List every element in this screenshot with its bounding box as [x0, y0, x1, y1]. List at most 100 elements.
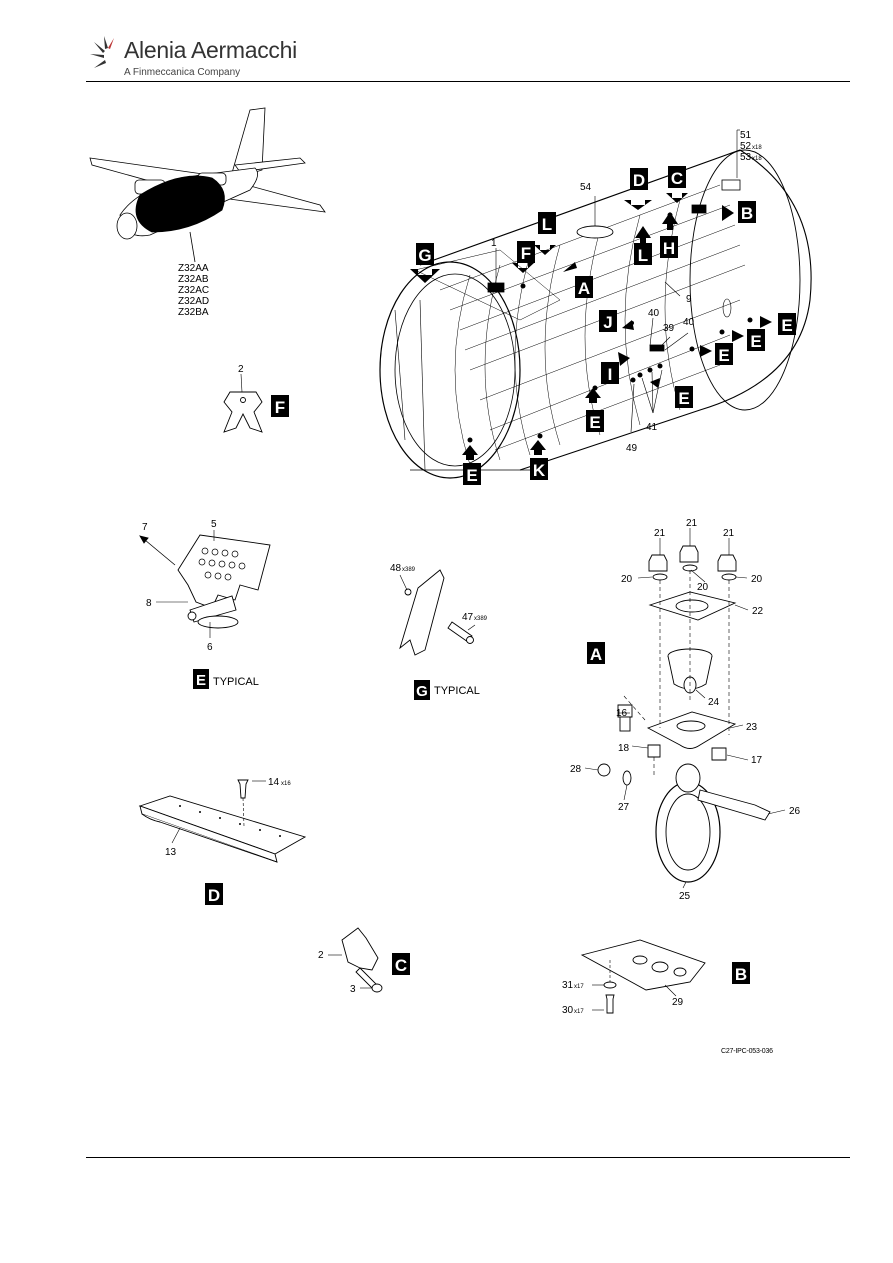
view-label-c-detail: C — [392, 953, 410, 975]
qty-14: x16 — [281, 781, 291, 787]
svg-text:C: C — [395, 956, 407, 975]
item-31: 31 — [562, 980, 574, 991]
detail-a-callouts: 21 21 21 20 20 20 22 24 16 23 18 17 28 2… — [570, 518, 801, 902]
detail-a-fitting — [584, 528, 786, 889]
detail-e-bracket — [139, 530, 271, 638]
item-callouts-main: 1 54 51 52 x18 53 x18 9 40 39 40 49 41 — [491, 130, 762, 454]
view-label-e: E — [678, 389, 689, 408]
effectivity-code: Z32AD — [178, 296, 209, 307]
fuselage-section-drawing — [379, 149, 812, 479]
effectivity-code: Z32BA — [178, 307, 209, 318]
item-49: 49 — [626, 443, 638, 454]
item-17: 17 — [751, 755, 763, 766]
view-arrows — [410, 193, 772, 460]
detail-g-stringer — [399, 569, 476, 656]
svg-text:B: B — [735, 965, 747, 984]
detail-d-panel — [138, 779, 307, 863]
item-20: 20 — [751, 574, 763, 585]
brand-name: Alenia Aermacchi — [124, 37, 297, 63]
view-label-b-detail: B — [732, 962, 750, 984]
item-29: 29 — [672, 997, 684, 1008]
item-7: 7 — [142, 522, 148, 533]
item-26: 26 — [789, 806, 801, 817]
typical-label: TYPICAL — [213, 676, 259, 688]
item-6: 6 — [207, 642, 213, 653]
detail-f-clip — [223, 373, 263, 433]
item-16: 16 — [616, 708, 628, 719]
item-21: 21 — [686, 518, 698, 529]
qty-52: x18 — [752, 145, 762, 151]
svg-text:E: E — [196, 672, 206, 689]
view-label-g-typical: G TYPICAL — [414, 680, 480, 700]
view-label-k: K — [533, 461, 546, 480]
item-5: 5 — [211, 519, 217, 530]
view-label-c: C — [671, 169, 683, 188]
svg-text:D: D — [208, 886, 220, 905]
view-label-l: L — [542, 215, 552, 234]
item-40: 40 — [648, 308, 660, 319]
item-28: 28 — [570, 764, 582, 775]
item-8: 8 — [146, 598, 152, 609]
item-23: 23 — [746, 722, 758, 733]
item-52: 52 — [740, 141, 752, 152]
view-labels: G F L A D C B H L J I E E E E E E K — [416, 166, 796, 485]
leader-lines — [495, 129, 740, 433]
detail-b-plate — [580, 939, 706, 1014]
effectivity-code: Z32AC — [178, 285, 209, 296]
view-label-e: E — [781, 316, 792, 335]
view-label-b: B — [741, 204, 753, 223]
item-2: 2 — [318, 950, 324, 961]
item-13: 13 — [165, 847, 177, 858]
view-label-e: E — [718, 346, 729, 365]
item-54: 54 — [580, 182, 592, 193]
item-22: 22 — [752, 606, 764, 617]
item-3: 3 — [350, 984, 356, 995]
svg-text:G: G — [416, 683, 428, 700]
view-label-i: I — [608, 365, 613, 384]
svg-text:A: A — [590, 645, 602, 664]
item-39: 39 — [663, 323, 675, 334]
view-label-d-detail: D — [205, 883, 223, 905]
item-21: 21 — [723, 528, 735, 539]
effectivity-code: Z32AA — [178, 263, 209, 274]
detail-d-callouts: 14 x16 13 — [165, 777, 291, 858]
view-label-f: F — [521, 244, 531, 263]
header-rule — [86, 81, 850, 82]
detail-g-callouts: 48 x389 47 x389 — [390, 563, 488, 623]
brand-subtitle: A Finmeccanica Company — [124, 67, 241, 78]
qty-47: x389 — [474, 616, 488, 622]
company-logo-icon — [90, 36, 114, 68]
view-label-h: H — [663, 239, 675, 258]
qty-53: x18 — [752, 156, 762, 162]
view-label-d: D — [633, 171, 645, 190]
view-label-a: A — [578, 279, 590, 298]
detail-c-clip — [328, 927, 383, 993]
typical-label: TYPICAL — [434, 685, 480, 697]
view-label-l: L — [638, 246, 648, 265]
item-20: 20 — [621, 574, 633, 585]
item-20: 20 — [697, 582, 709, 593]
item-30: 30 — [562, 1005, 574, 1016]
view-label-e: E — [589, 413, 600, 432]
item-40: 40 — [683, 317, 695, 328]
item-18: 18 — [618, 743, 630, 754]
item-2: 2 — [238, 364, 244, 375]
item-41: 41 — [646, 422, 658, 433]
qty-48: x389 — [402, 567, 416, 573]
item-21: 21 — [654, 528, 666, 539]
figure-reference: C27-IPC-053-036 — [721, 1048, 773, 1055]
item-27: 27 — [618, 802, 630, 813]
view-label-a-detail: A — [587, 642, 605, 664]
item-51: 51 — [740, 130, 752, 141]
item-9: 9 — [686, 294, 692, 305]
item-48: 48 — [390, 563, 402, 574]
svg-text:F: F — [275, 398, 285, 417]
item-47: 47 — [462, 612, 474, 623]
effectivity-code: Z32AB — [178, 274, 209, 285]
detail-b-callouts: 31 x17 30 x17 29 — [562, 980, 684, 1016]
view-label-e-typical: E TYPICAL — [193, 669, 259, 689]
view-label-f-detail: F — [271, 395, 289, 417]
detail-e-callouts: 7 5 8 6 — [142, 519, 217, 653]
qty-31: x17 — [574, 984, 584, 990]
